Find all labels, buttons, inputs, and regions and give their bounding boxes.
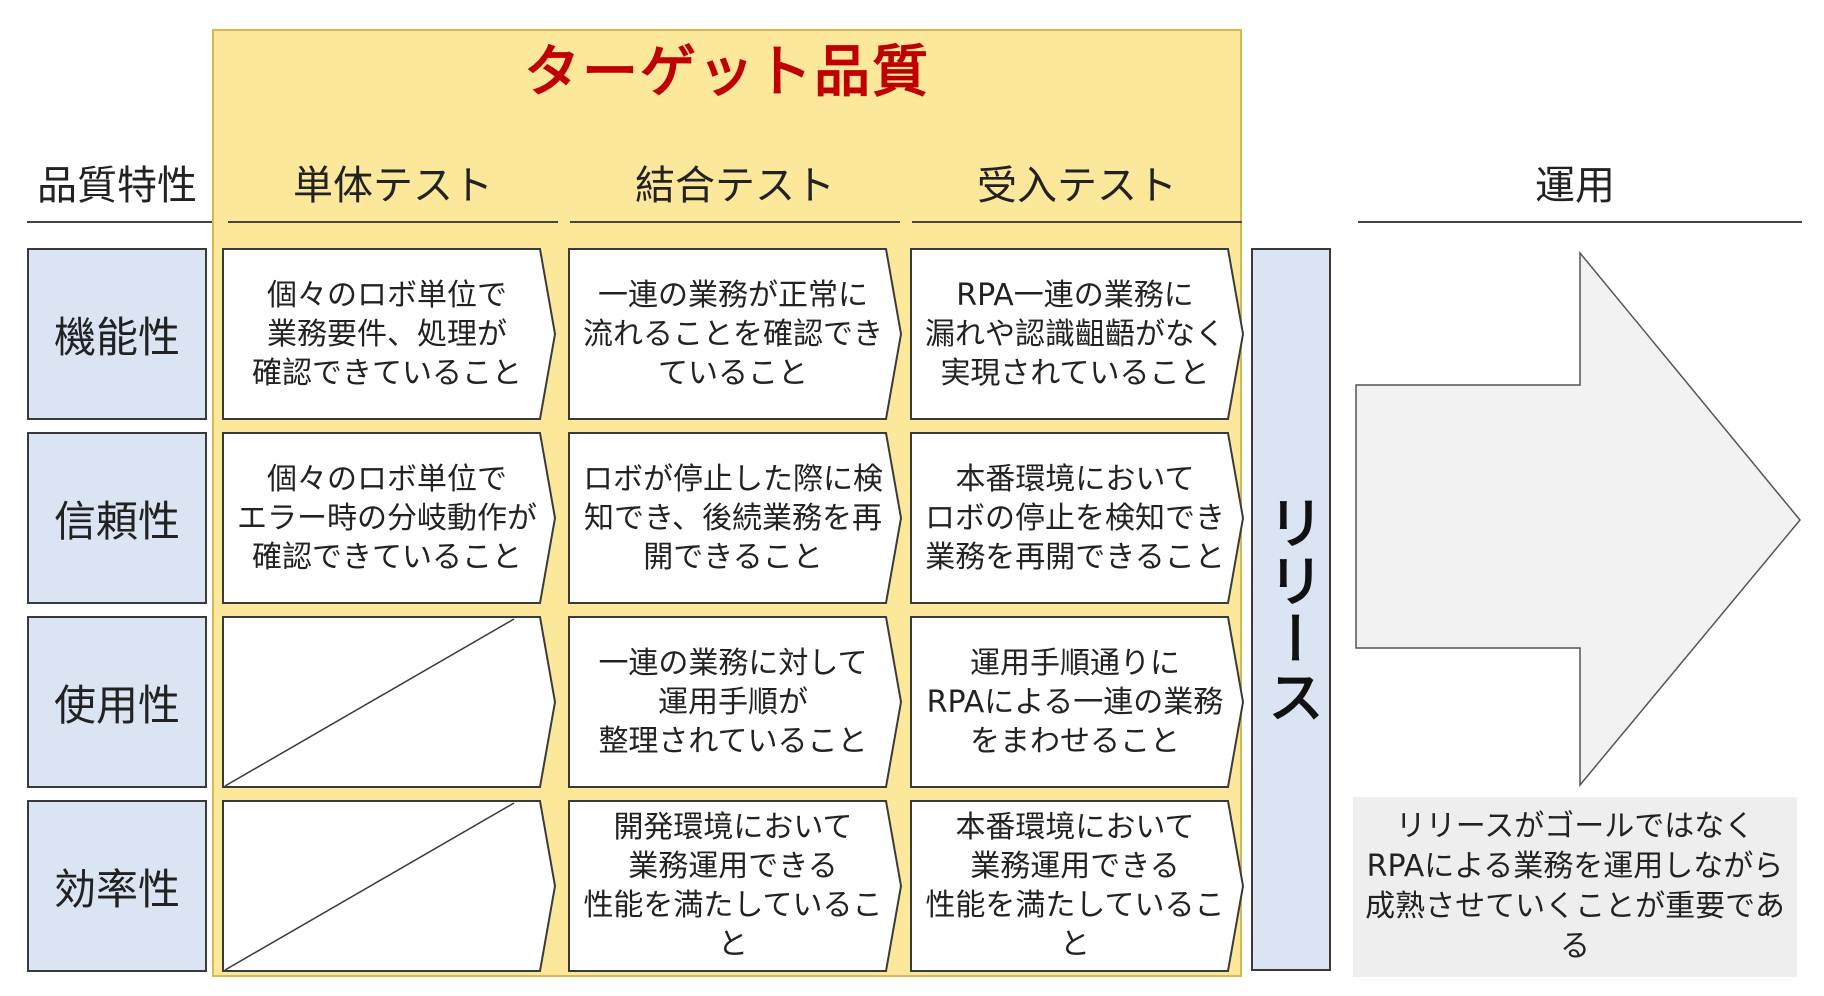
chevron-shape: [910, 248, 1245, 420]
chevron-shape: [910, 800, 1245, 972]
panel-title: ターゲット品質: [524, 40, 930, 105]
not-applicable-slash: [224, 618, 515, 787]
chevron-shape: [910, 616, 1245, 788]
not-applicable-slash: [224, 802, 515, 971]
integration-test-cell: 開発環境において 業務運用できる 性能を満たしていること: [568, 800, 913, 972]
header-divider: [228, 221, 558, 223]
chevron-shape: [568, 616, 903, 788]
cell-text: [228, 616, 546, 788]
chevron-shape: [222, 616, 557, 788]
cell-text: 開発環境において 業務運用できる 性能を満たしていること: [583, 810, 883, 962]
release-note: リリースがゴールではなく RPAによる業務を運用しながら 成熟させていくことが重…: [1353, 797, 1797, 977]
chevron-shape: [222, 248, 557, 420]
cell-text: 一連の業務に対して 運用手順が 整理されていること: [598, 645, 868, 759]
header-divider: [912, 221, 1242, 223]
header-integration-test: 結合テスト: [635, 163, 835, 209]
chevron-shape: [910, 432, 1245, 604]
cell-text: [228, 800, 546, 972]
acceptance-test-cell: 本番環境において 業務運用できる 性能を満たしていること: [910, 800, 1255, 972]
release-bar: [1251, 248, 1331, 971]
cell-text: 個々のロボ単位で 業務要件、処理が 確認できていること: [252, 277, 522, 391]
row-label-functionality: 機能性: [27, 248, 207, 420]
row-label-usability: 使用性: [27, 616, 207, 788]
chevron-shape: [568, 248, 903, 420]
header-unit-test: 単体テスト: [293, 163, 493, 209]
unit-test-cell: 個々のロボ単位で 業務要件、処理が 確認できていること: [222, 248, 567, 420]
cell-text: ロボが停止した際に検 知でき、後続業務を再 開できること: [583, 461, 883, 575]
chevron-shape: [222, 432, 557, 604]
unit-test-cell-empty: [222, 616, 567, 788]
cell-text: 本番環境において ロボの停止を検知でき 業務を再開できること: [925, 461, 1225, 575]
cell-text: 個々のロボ単位で エラー時の分岐動作が 確認できていること: [237, 461, 537, 575]
integration-test-cell: ロボが停止した際に検 知でき、後続業務を再 開できること: [568, 432, 913, 604]
cell-text: 本番環境において 業務運用できる 性能を満たしていること: [925, 810, 1225, 962]
header-divider: [27, 221, 212, 223]
acceptance-test-cell: RPA一連の業務に 漏れや認識齟齬がなく 実現されていること: [910, 248, 1255, 420]
chevron-shape: [568, 800, 903, 972]
chevron-shape: [568, 432, 903, 604]
chevron-shape: [222, 800, 557, 972]
cell-text: 一連の業務が正常に 流れることを確認でき ていること: [583, 277, 883, 391]
cell-text: RPA一連の業務に 漏れや認識齟齬がなく 実現されていること: [925, 277, 1225, 391]
acceptance-test-cell: 本番環境において ロボの停止を検知でき 業務を再開できること: [910, 432, 1255, 604]
header-divider: [570, 221, 900, 223]
operation-arrow-icon: [1355, 250, 1801, 788]
integration-test-cell: 一連の業務に対して 運用手順が 整理されていること: [568, 616, 913, 788]
cell-text: 運用手順通りに RPAによる一連の業務 をまわせること: [926, 645, 1224, 759]
unit-test-cell: 個々のロボ単位で エラー時の分岐動作が 確認できていること: [222, 432, 567, 604]
header-quality-attribute: 品質特性: [37, 163, 197, 209]
integration-test-cell: 一連の業務が正常に 流れることを確認でき ていること: [568, 248, 913, 420]
acceptance-test-cell: 運用手順通りに RPAによる一連の業務 をまわせること: [910, 616, 1255, 788]
row-label-efficiency: 効率性: [27, 800, 207, 972]
release-label: リリース: [1258, 493, 1324, 726]
header-acceptance-test: 受入テスト: [977, 163, 1177, 209]
header-operation: 運用: [1535, 163, 1615, 209]
unit-test-cell-empty: [222, 800, 567, 972]
header-divider: [1358, 221, 1802, 223]
row-label-reliability: 信頼性: [27, 432, 207, 604]
